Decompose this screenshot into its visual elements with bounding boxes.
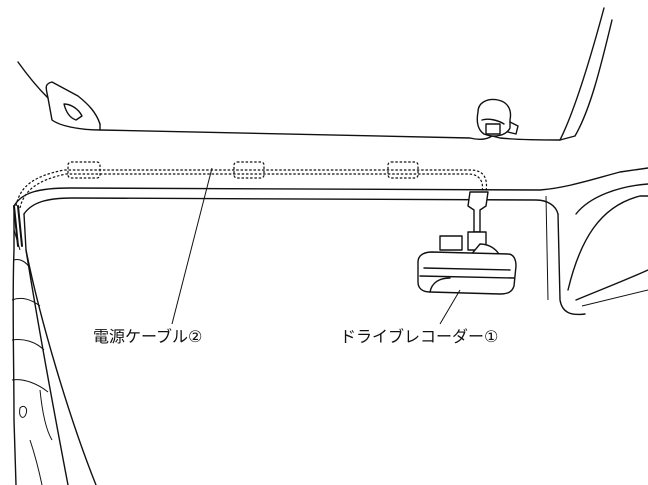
label-drive-recorder: ドライブレコーダー① [340,327,498,346]
drive-recorder-device [417,191,517,295]
label-power-cable: 電源ケーブル② [93,327,202,346]
leader-line-drive-recorder [439,289,461,325]
cable-clip [67,161,101,179]
leader-line-power-cable [171,167,213,325]
overhead-outline [17,7,613,141]
windshield-frame [13,167,648,316]
a-pillar [11,205,97,485]
power-cable-route [15,161,488,209]
mirror-mount [476,98,519,137]
